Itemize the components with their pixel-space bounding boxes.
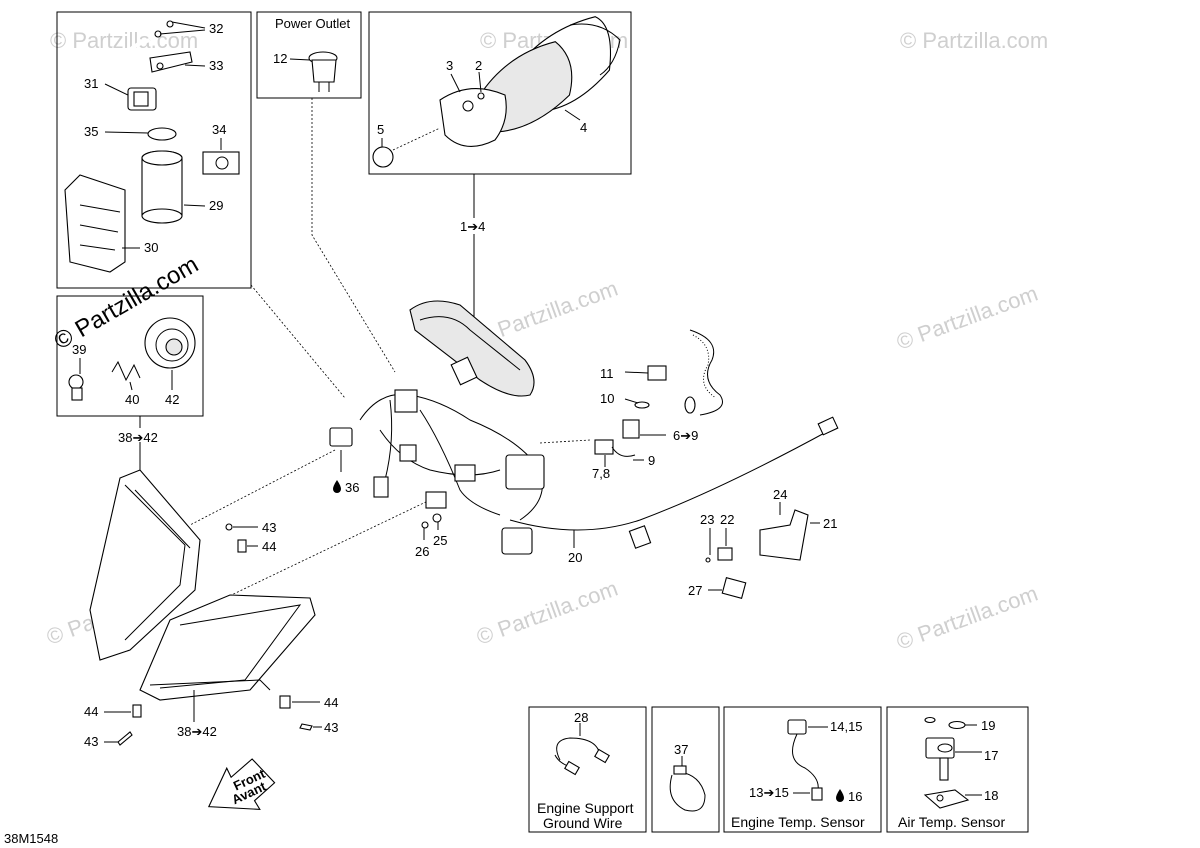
box-relay-assembly: 32 33 31 35 34 29 30 — [56, 11, 252, 289]
callout-34: 34 — [212, 122, 226, 137]
callout-32: 32 — [209, 21, 223, 36]
box-air-temp-sensor: 19 17 18 Air Temp. Sensor — [886, 706, 1029, 833]
main-gauge-cluster — [409, 300, 535, 397]
callout-4: 4 — [580, 120, 587, 135]
headlight-fasteners: 43 44 44 43 44 43 38➔42 — [84, 520, 338, 749]
callout-31: 31 — [84, 76, 98, 91]
watermark-text: © Partzilla.com — [893, 281, 1041, 355]
callout-26: 26 — [415, 544, 429, 559]
callout-28: 28 — [574, 710, 588, 725]
callout-29: 29 — [209, 198, 223, 213]
callout-7-8: 7,8 — [592, 466, 610, 481]
watermark-text: © Partzilla.com — [50, 28, 198, 53]
oil-drop-icon — [333, 480, 341, 493]
callout-44-top: 44 — [262, 539, 276, 554]
watermark-text: © Partzilla.com — [900, 28, 1048, 53]
callout-43-bottom-left: 43 — [84, 734, 98, 749]
headlight-right — [139, 594, 316, 701]
box-headlight-bulb: 39 40 42 — [56, 295, 204, 417]
callout-38-to-42-top: 38➔42 — [118, 430, 158, 445]
callout-18: 18 — [984, 788, 998, 803]
box-gauge-cluster: 3 2 5 4 — [368, 11, 632, 175]
callout-44-bottom-right: 44 — [324, 695, 338, 710]
callout-37: 37 — [674, 742, 688, 757]
callout-10: 10 — [600, 391, 614, 406]
callout-27: 27 — [688, 583, 702, 598]
callout-36: 36 — [345, 480, 359, 495]
callout-16: 16 — [848, 789, 862, 804]
air-temp-caption: Air Temp. Sensor — [898, 814, 1005, 830]
engine-temp-caption: Engine Temp. Sensor — [731, 814, 865, 830]
callout-25: 25 — [433, 533, 447, 548]
callout-17: 17 — [984, 748, 998, 763]
watermark-text: © Partzilla.com — [893, 581, 1041, 655]
callout-35: 35 — [84, 124, 98, 139]
wiring-harness: 36 26 25 20 — [329, 389, 839, 565]
callout-33: 33 — [209, 58, 223, 73]
box-power-outlet: Power Outlet 12 — [256, 11, 362, 99]
callout-11: 11 — [600, 366, 614, 381]
ground-wire-caption-line1: Engine Support — [537, 800, 634, 816]
callout-2: 2 — [475, 58, 482, 73]
callout-24: 24 — [773, 487, 787, 502]
ground-wire-caption-line2: Ground Wire — [543, 815, 623, 831]
callout-30: 30 — [144, 240, 158, 255]
callout-19: 19 — [981, 718, 995, 733]
bracket-assembly: 24 23 22 21 27 — [688, 487, 837, 599]
front-arrow-icon: Front Avant — [207, 758, 276, 810]
box-ground-wire: 28 Engine Support Ground Wire — [528, 706, 647, 833]
oil-drop-icon — [836, 789, 844, 802]
callout-1-to-4: 1➔4 — [460, 219, 485, 234]
callout-3: 3 — [446, 58, 453, 73]
callout-20: 20 — [568, 550, 582, 565]
callout-44-bottom-left: 44 — [84, 704, 98, 719]
callout-12: 12 — [273, 51, 287, 66]
callout-13-to-15: 13➔15 — [749, 785, 789, 800]
box-cable-tie: 37 — [651, 706, 720, 833]
tether-switch: 11 10 6➔9 9 7,8 — [592, 329, 723, 481]
callout-22: 22 — [720, 512, 734, 527]
watermark-text: © Partzilla.com — [473, 576, 621, 650]
callout-40: 40 — [125, 392, 139, 407]
box-engine-temp-sensor: 14,15 13➔15 16 Engine Temp. Sensor — [723, 706, 882, 833]
callout-14-15: 14,15 — [830, 719, 863, 734]
callout-43-top: 43 — [262, 520, 276, 535]
power-outlet-title: Power Outlet — [275, 16, 351, 31]
headlight-left — [89, 469, 201, 661]
callout-21: 21 — [823, 516, 837, 531]
callout-43-bottom-right: 43 — [324, 720, 338, 735]
callout-42: 42 — [165, 392, 179, 407]
callout-9: 9 — [648, 453, 655, 468]
diagram-code: 38M1548 — [4, 831, 58, 846]
callout-5: 5 — [377, 122, 384, 137]
callout-23: 23 — [700, 512, 714, 527]
callout-39: 39 — [72, 342, 86, 357]
callout-38-to-42-bottom: 38➔42 — [177, 724, 217, 739]
callout-6-to-9: 6➔9 — [673, 428, 698, 443]
